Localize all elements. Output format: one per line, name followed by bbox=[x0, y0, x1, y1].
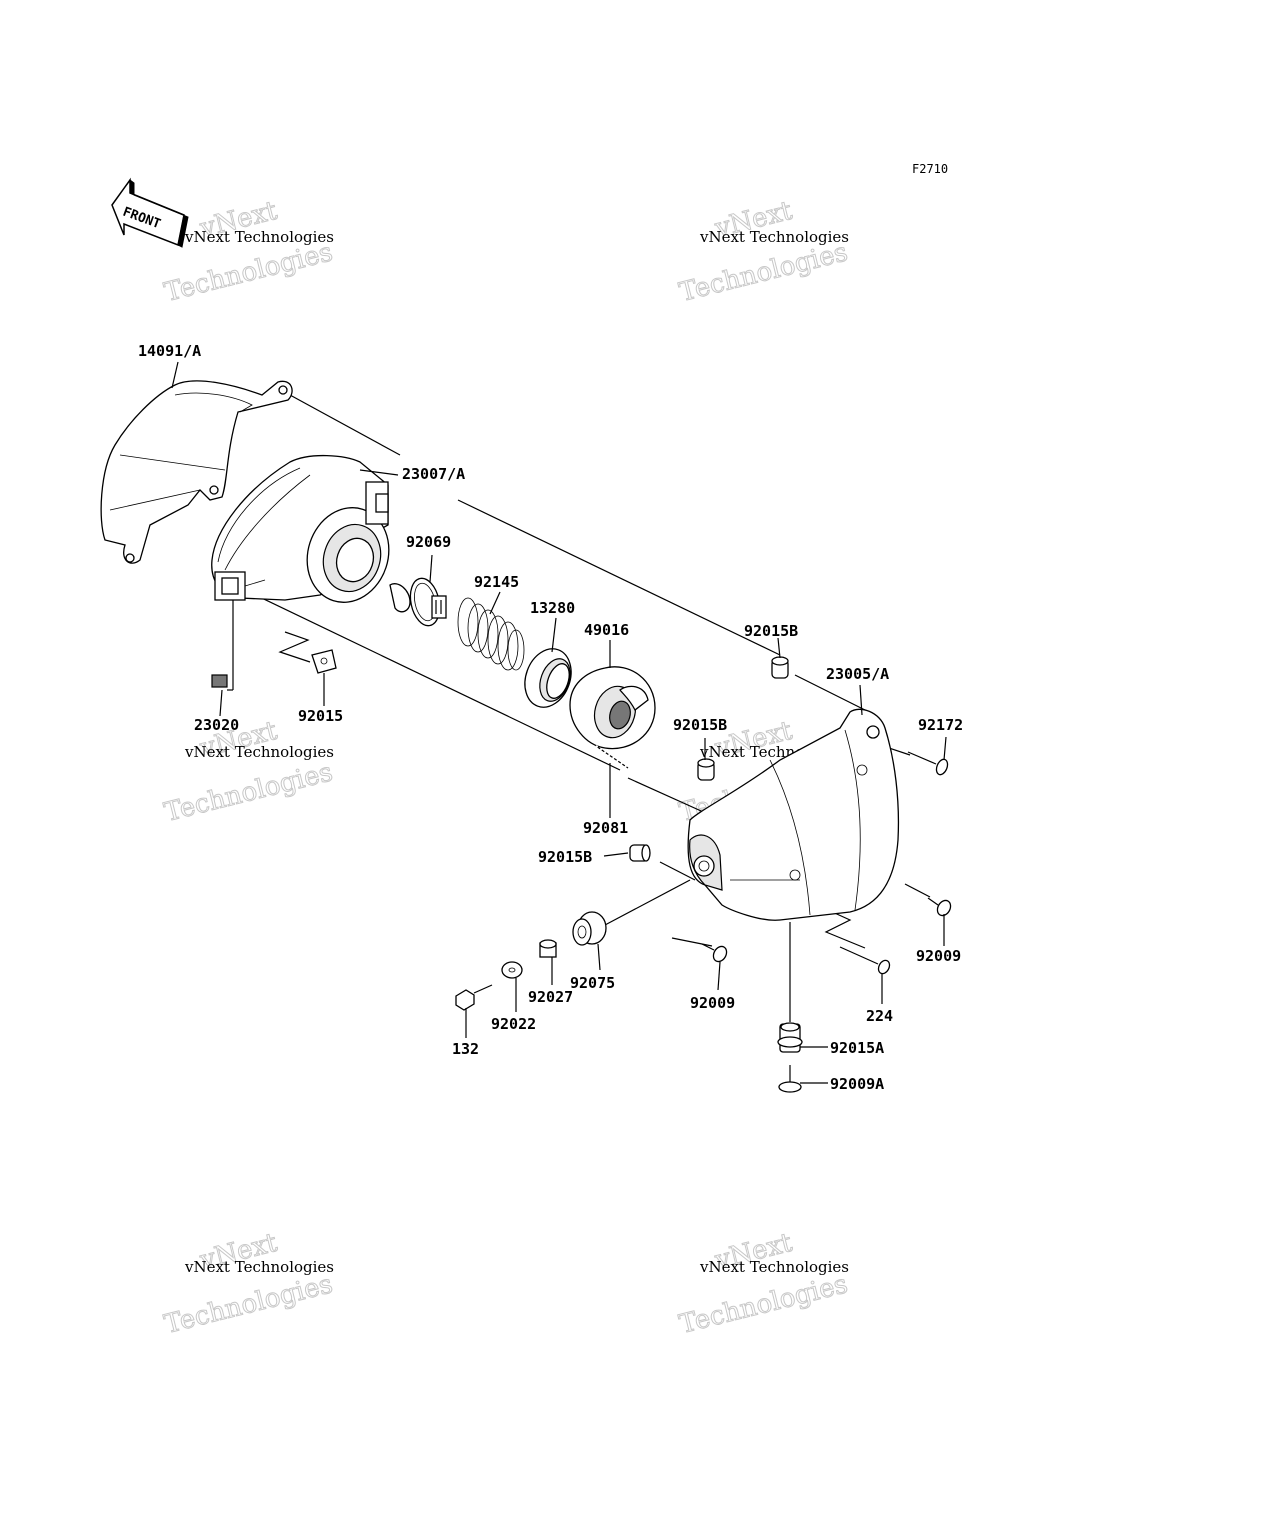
screw-92009A bbox=[778, 1065, 802, 1093]
label-23005A: 23005/A bbox=[826, 665, 889, 683]
label-132: 132 bbox=[452, 1040, 479, 1058]
collar-92015B-low bbox=[629, 844, 651, 862]
screw-92009-mid bbox=[701, 943, 728, 963]
grommet-92075 bbox=[572, 911, 607, 946]
svg-text:Technologies: Technologies bbox=[676, 237, 850, 308]
label-92009A: 92009A bbox=[830, 1075, 884, 1093]
svg-text:vNext Technologies: vNext Technologies bbox=[699, 228, 849, 246]
collar-92015A bbox=[777, 1022, 803, 1053]
washer-92022 bbox=[501, 961, 523, 979]
label-92015A: 92015A bbox=[830, 1039, 884, 1057]
svg-text:Technologies: Technologies bbox=[161, 757, 335, 828]
bolt-224 bbox=[839, 946, 891, 975]
collar-92015B-top bbox=[771, 656, 789, 679]
rear-case-23005A bbox=[687, 708, 900, 921]
watermark-top-left: vNext Technologies vNext Technologies bbox=[161, 195, 336, 308]
connector-23020 bbox=[211, 674, 228, 688]
collar-92015B-mid bbox=[697, 758, 715, 781]
watermark-bottom-left: vNext Technologies vNext Technologies bbox=[161, 1227, 336, 1340]
svg-text:vNext Technologies: vNext Technologies bbox=[699, 1258, 849, 1276]
label-92027: 92027 bbox=[528, 988, 573, 1006]
svg-text:Technologies: Technologies bbox=[161, 1269, 335, 1340]
label-23020: 23020 bbox=[194, 716, 239, 734]
svg-text:vNext Technologies: vNext Technologies bbox=[184, 743, 334, 761]
label-224: 224 bbox=[866, 1007, 893, 1025]
label-13280: 13280 bbox=[530, 599, 575, 617]
svg-text:vNext Technologies: vNext Technologies bbox=[184, 228, 334, 246]
assembly-guide-lines bbox=[227, 394, 931, 1022]
label-23007A: 23007/A bbox=[402, 465, 465, 483]
label-92081: 92081 bbox=[583, 819, 628, 837]
retaining-ring-13280 bbox=[524, 648, 572, 708]
watermark-bottom-right: vNext Technologies vNext Technologies bbox=[676, 1227, 851, 1340]
spring-92145 bbox=[457, 597, 525, 671]
svg-text:Technologies: Technologies bbox=[161, 237, 335, 308]
screw-92009-right bbox=[927, 897, 952, 917]
label-92009-right: 92009 bbox=[916, 947, 961, 965]
label-92015B-low: 92015B bbox=[538, 848, 592, 866]
clip-92015 bbox=[311, 649, 337, 674]
bulb-92069 bbox=[389, 577, 447, 627]
label-14091A: 14091/A bbox=[138, 342, 201, 360]
label-92015B-top: 92015B bbox=[744, 622, 798, 640]
bolt-132 bbox=[455, 984, 493, 1011]
spring-92081 bbox=[595, 745, 629, 769]
label-92145: 92145 bbox=[474, 573, 519, 591]
headlight-housing-23007A bbox=[211, 454, 390, 603]
diagram-code: F2710 bbox=[912, 162, 948, 176]
svg-text:vNext Technologies: vNext Technologies bbox=[184, 1258, 334, 1276]
socket-49016 bbox=[569, 666, 656, 750]
label-49016: 49016 bbox=[584, 621, 629, 639]
collar-92027 bbox=[539, 939, 557, 958]
watermark-mid-left: vNext Technologies vNext Technologies bbox=[161, 715, 336, 828]
label-92015: 92015 bbox=[298, 707, 343, 725]
headlight-cover-14091A bbox=[100, 380, 293, 564]
label-92015B-mid: 92015B bbox=[673, 716, 727, 734]
svg-text:Technologies: Technologies bbox=[676, 1269, 850, 1340]
label-92069: 92069 bbox=[406, 533, 451, 551]
screw-92172 bbox=[907, 751, 949, 776]
label-92172: 92172 bbox=[918, 716, 963, 734]
label-92075: 92075 bbox=[570, 974, 615, 992]
watermark-top-right: vNext Technologies vNext Technologies bbox=[676, 195, 851, 308]
label-92022: 92022 bbox=[491, 1015, 536, 1033]
label-92009-mid: 92009 bbox=[690, 994, 735, 1012]
label-leaders bbox=[171, 361, 947, 1084]
front-arrow-icon: FRONT bbox=[111, 177, 189, 248]
